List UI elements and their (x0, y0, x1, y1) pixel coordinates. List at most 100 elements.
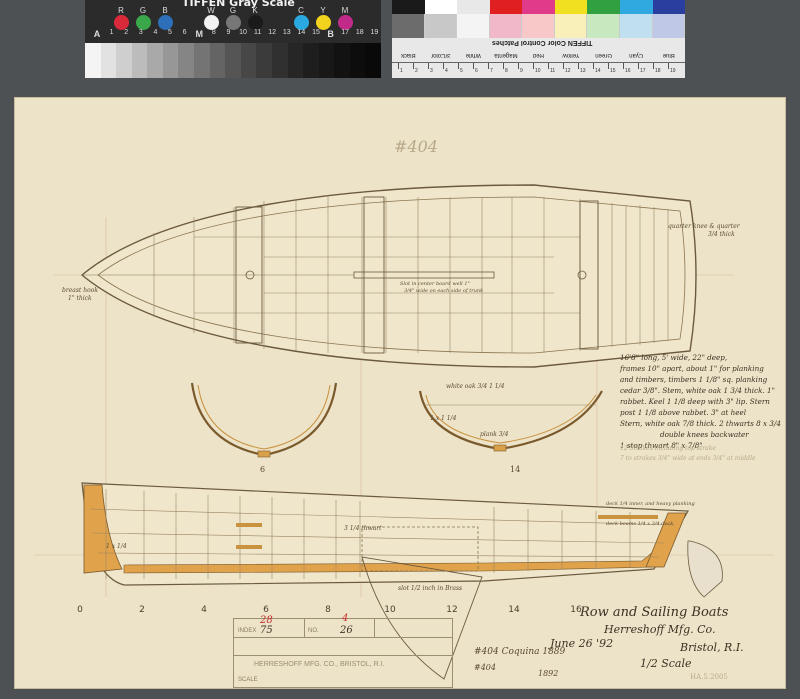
title-block-label-scale: SCALE (238, 677, 258, 683)
color-swatch (587, 0, 620, 14)
ruler-number: 19 (670, 68, 676, 74)
caption-coquina: #404 Coquina 1889 (474, 647, 566, 657)
color-patch-label: Magenta (494, 52, 518, 58)
ruler-number: 13 (580, 68, 586, 74)
color-swatch-light (457, 14, 490, 38)
ruler-number: 2 (415, 68, 418, 74)
title-block-company: HERRESHOFF MFG. CO., BRISTOL, R.I. (254, 661, 385, 668)
section-14-note-left: 1 x 1 1/4 (430, 415, 457, 422)
color-swatch (424, 0, 458, 14)
title-block-hand-2: 26 (340, 625, 353, 636)
gray-step (256, 43, 272, 78)
gray-scale-number: 5 (168, 29, 172, 36)
gray-step (240, 43, 257, 78)
color-patch-label: Cyan (629, 52, 644, 58)
ruler-tick (623, 63, 624, 69)
gray-scale-number: 13 (282, 29, 291, 36)
profile-note-thwart: 3 1/4 thwart (344, 525, 382, 532)
gray-step (178, 43, 195, 78)
station-number: 2 (139, 605, 145, 615)
station-number: 14 (508, 605, 520, 615)
note-breast-hook: breast hook (62, 287, 98, 294)
faint-note-line: 12 Strakes including top strake (620, 445, 716, 452)
ruler-number: 17 (640, 68, 646, 74)
spec-line: cedar 3/8". Stem, white oak 1 3/4 thick.… (620, 386, 775, 395)
ruler-number: 10 (535, 68, 541, 74)
ruler-number: 18 (655, 68, 661, 74)
gray-scale-number: 18 (355, 29, 364, 36)
gray-scale-number: 12 (268, 29, 277, 36)
color-swatch-light (587, 14, 620, 38)
station-number: 6 (263, 605, 269, 615)
color-patch: Y (313, 6, 333, 30)
title-block-red-1: 28 (260, 615, 273, 626)
gray-scale-number: 8 (211, 29, 216, 36)
title-block: INDEX NO. 28 4 75 26 HERRESHOFF MFG. CO.… (233, 613, 453, 688)
gray-step (209, 43, 226, 78)
color-patch-letter: R (118, 6, 124, 15)
profile-note-beams: deck beams 1/4 x 3/4 deck (606, 521, 674, 527)
color-patch-letter: G (229, 6, 237, 15)
gray-scale-number: 9 (226, 29, 231, 36)
section-14-label: 14 (510, 465, 521, 474)
ruler-tick (518, 63, 519, 69)
ruler-number: 9 (520, 68, 523, 74)
note-centerboard-slot: Slot in center board well 1" (400, 281, 470, 287)
color-patch: C (291, 6, 311, 30)
archive-code: HA.5.2005 (690, 673, 728, 681)
station-number: 0 (77, 605, 83, 615)
ruler-number: 4 (445, 68, 448, 74)
color-patch-label: White (465, 52, 482, 58)
profile-note-slot: slot 1/2 inch in Brass (398, 585, 463, 592)
caption-year: 1892 (538, 669, 559, 678)
ruler-tick (608, 63, 609, 69)
gray-scale-number: 10 (239, 29, 247, 36)
color-swatch-light (424, 14, 458, 38)
ruler-tick (638, 63, 639, 69)
ruler-number: 3 (430, 68, 433, 74)
color-patch-dot (293, 15, 309, 30)
color-swatch (522, 0, 555, 14)
color-swatch (554, 0, 588, 14)
spec-line: double knees backwater (660, 430, 749, 439)
spec-line: rabbet. Keel 1 1/8 deep with 3" lip. Ste… (620, 397, 770, 406)
ruler-number: 7 (490, 68, 493, 74)
color-patch: G (133, 6, 153, 30)
ruler-number: 11 (550, 68, 556, 74)
note-centerboard-slot-2: 3/4" wide on each side of trunk (404, 288, 484, 294)
ruler-number: 12 (565, 68, 571, 74)
color-swatch (457, 0, 490, 14)
color-swatch (619, 0, 653, 14)
gray-step (318, 43, 335, 78)
section-6-label: 6 (260, 465, 266, 474)
drawing-company: Herreshoff Mfg. Co. (604, 623, 716, 636)
gray-step (100, 43, 117, 78)
gray-step (365, 43, 381, 78)
color-patch-dot (157, 15, 173, 30)
spec-line: post 1 1/8 above rabbet. 3" at heel (620, 408, 747, 417)
color-patch-letter: G (139, 6, 147, 15)
gray-scale-number: 2 (124, 29, 129, 36)
color-patch-label: Yellow (562, 52, 580, 58)
color-patch-letter: B (162, 6, 168, 15)
color-patch-letter: C (298, 6, 304, 15)
color-patch: R (111, 6, 131, 30)
drawing-date: June 26 '92 (550, 637, 614, 650)
gray-scale-number: 19 (370, 29, 379, 36)
ruler-number: 5 (460, 68, 463, 74)
gray-scale-number: 6 (182, 29, 187, 36)
note-breast-hook-thickness: 1" thick (68, 295, 92, 302)
title-block-label-no: NO. (308, 628, 319, 634)
color-patch-dot (113, 15, 129, 30)
drawing-scale: 1/2 Scale (640, 657, 692, 670)
gray-scale-number: 14 (297, 29, 306, 36)
drawing-title: Row and Sailing Boats (580, 605, 729, 620)
caption-plan-number: #404 (474, 663, 496, 672)
ruler-tick (653, 63, 654, 69)
gray-scale-number: M (195, 29, 203, 39)
